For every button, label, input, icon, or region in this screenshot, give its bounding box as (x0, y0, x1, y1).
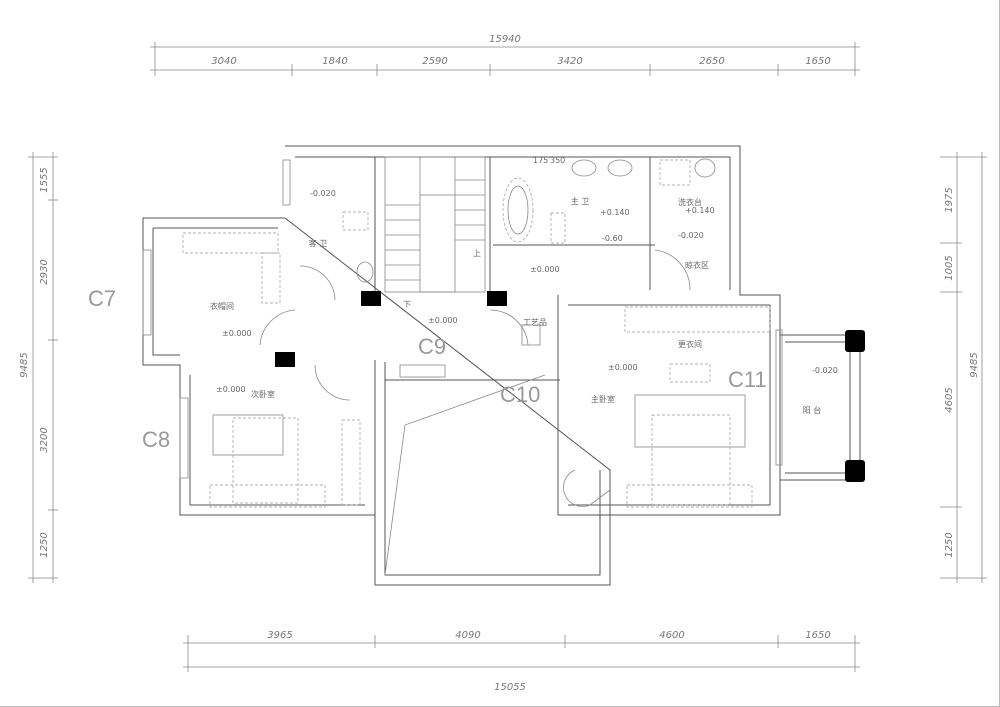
headboard (634, 394, 746, 448)
bottom-dimensions: 3965 4090 4600 1650 15055 (183, 630, 860, 693)
dim-right: 1250 (944, 532, 955, 557)
room-laundry: 洗衣台 (678, 197, 702, 207)
dim-left: 1555 (39, 167, 50, 192)
room-drying-area: 晾衣区 (685, 260, 709, 270)
walls (142, 145, 861, 586)
columns (275, 291, 865, 482)
dim-left-total: 9485 (19, 352, 30, 377)
dim-bottom: 4600 (659, 630, 684, 641)
level-mark: ±0.000 (428, 316, 458, 325)
dim-right: 4605 (944, 387, 955, 412)
dim-top: 2650 (699, 56, 724, 67)
sink (694, 158, 716, 178)
right-dimensions: 1975 1005 4605 1250 9485 (940, 152, 987, 583)
dim-top-total: 15940 (489, 34, 521, 45)
room-dressing: 更衣间 (678, 339, 702, 349)
dim-top: 3420 (557, 56, 582, 67)
windows (142, 159, 783, 479)
tv-cabinet (669, 363, 711, 383)
sink (356, 261, 374, 283)
level-mark: +0.140 (685, 206, 715, 215)
dim-bottom: 1650 (805, 630, 830, 641)
furniture (182, 158, 771, 508)
armchair (563, 469, 611, 507)
level-mark: ±0.000 (608, 363, 638, 372)
bath-dim: 175 (533, 156, 548, 165)
staircase[interactable] (384, 156, 486, 293)
tag-c9: C9 (418, 334, 446, 359)
room-balcony: 阳 台 (803, 405, 822, 415)
wardrobe (341, 419, 361, 506)
dim-bottom-total: 15055 (494, 682, 526, 693)
level-marks: -0.020 ±0.000 ±0.000 +0.140 -0.60 +0.140… (216, 189, 838, 394)
wardrobe (624, 306, 771, 333)
sink (571, 159, 597, 177)
dim-left: 3200 (39, 427, 50, 452)
room-second-bedroom: 次卧室 (251, 389, 275, 399)
dim-top: 1650 (805, 56, 830, 67)
dim-right-total: 9485 (969, 352, 980, 377)
room-walk-in-closet: 衣帽间 (210, 301, 234, 311)
dim-bottom: 3965 (267, 630, 292, 641)
level-mark: -0.60 (602, 234, 623, 243)
dim-top: 2590 (422, 56, 447, 67)
left-dimensions: 1555 2930 9485 3200 1250 (19, 152, 58, 583)
dim-bottom: 4090 (455, 630, 480, 641)
room-craft: 工艺品 (523, 318, 547, 327)
room-labels: 客 卫 衣帽间 主 卫 洗衣台 晾衣区 工艺品 更衣间 主卧室 次卧室 阳 台 … (210, 156, 821, 415)
tag-c7: C7 (88, 286, 116, 311)
stairs-down-label: 下 (403, 300, 411, 309)
tag-c8: C8 (142, 427, 170, 452)
bed (651, 414, 731, 506)
level-mark: -0.020 (310, 189, 336, 198)
dim-right: 1975 (944, 187, 955, 212)
toilet (342, 211, 369, 231)
room-master-bath: 主 卫 (571, 196, 590, 206)
level-mark: ±0.000 (216, 385, 246, 394)
doors (259, 249, 691, 401)
dim-right: 1005 (944, 255, 955, 280)
nightstands (209, 484, 326, 508)
window-tags: C7 C8 C9 C10 C11 (88, 286, 767, 452)
toilet (550, 212, 566, 244)
level-mark: ±0.000 (530, 265, 560, 274)
room-master-bedroom: 主卧室 (591, 394, 615, 404)
washing-machine (659, 159, 691, 186)
dim-top: 3040 (211, 56, 236, 67)
room-guest-bath: 客 卫 (309, 238, 328, 248)
bath-dim: 350 (550, 156, 565, 165)
sink (607, 159, 633, 177)
bathtub (502, 177, 534, 243)
craft-display (521, 324, 541, 346)
level-mark: -0.020 (812, 366, 838, 375)
dim-left: 1250 (39, 532, 50, 557)
tag-c10: C10 (500, 382, 540, 407)
dim-left: 2930 (39, 259, 50, 284)
wardrobe (261, 252, 281, 304)
tag-c11: C11 (728, 367, 767, 392)
level-mark: ±0.000 (222, 329, 252, 338)
bed (232, 417, 299, 504)
top-dimensions: 15940 3040 1840 2590 3420 2650 1650 (150, 34, 860, 76)
level-mark: -0.020 (678, 231, 704, 240)
dim-top: 1840 (322, 56, 347, 67)
stairs-up-label: 上 (473, 249, 481, 258)
wardrobe (182, 232, 279, 254)
headboard (212, 414, 284, 456)
nightstands (626, 484, 753, 508)
level-mark: +0.140 (600, 208, 630, 217)
